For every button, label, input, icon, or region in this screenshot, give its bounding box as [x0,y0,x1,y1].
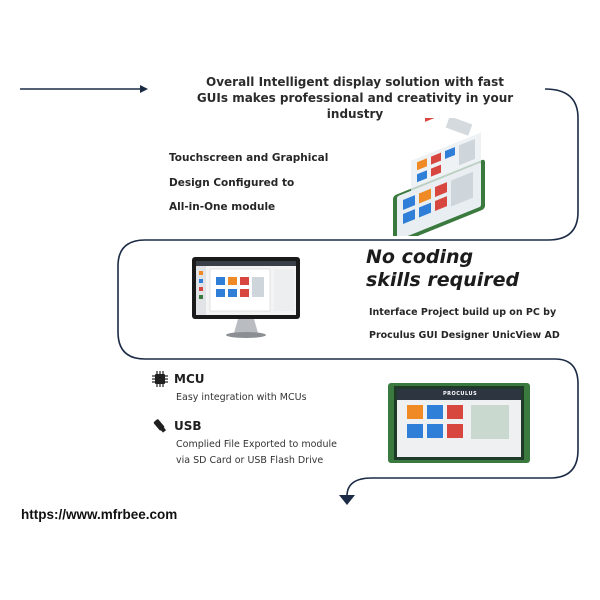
tile-panel [471,405,509,439]
spec-usb-title: USB [174,419,202,433]
feature-line-2: Design Configured to [169,176,295,189]
tile-red-icon [447,405,463,419]
spec-usb: USB Complied File Exported to module via… [152,418,382,469]
feature-line-1: Touchscreen and Graphical [169,152,329,164]
spec-mcu: MCU Easy integration with MCUs [152,371,382,406]
slogan-line-1: No coding [366,246,474,268]
pc-line-2: Proculus GUI Designer UnicView AD [369,330,560,341]
main-heading: Overall Intelligent display solution wit… [175,74,535,122]
slogan: No coding skills required [366,246,566,292]
pc-description: Interface Project build up on PC by Proc… [369,301,589,347]
heading-line-2: GUIs makes professional and creativity i… [196,91,514,121]
device-brand: PROCULUS [443,391,478,397]
spec-usb-desc-2: via SD Card or USB Flash Drive [176,455,324,466]
slogan-line-2: skills required [366,269,520,291]
tile-red-icon-2 [447,424,463,438]
tile-blue-icon [427,405,443,419]
usb-icon [153,419,167,433]
spec-usb-desc-1: Complied File Exported to module [176,439,337,450]
tile-blue-icon-2 [407,424,423,438]
exploded-module-illustration [393,118,485,236]
spec-mcu-title: MCU [174,372,205,386]
source-url: https://www.mfrbee.com [21,507,178,522]
tile-orange-icon [407,405,423,419]
display-module-illustration: PROCULUS [388,383,530,463]
pc-line-1: Interface Project build up on PC by [369,307,557,318]
tile-blue-icon-3 [427,424,443,438]
pc-monitor-illustration [192,257,300,338]
chip-icon [152,371,168,387]
feature-line-3: All-in-One module [169,201,276,213]
feature-description: Touchscreen and Graphical Design Configu… [169,146,359,220]
heading-line-1: Overall Intelligent display solution wit… [206,75,504,89]
spec-mcu-desc: Easy integration with MCUs [176,392,307,403]
